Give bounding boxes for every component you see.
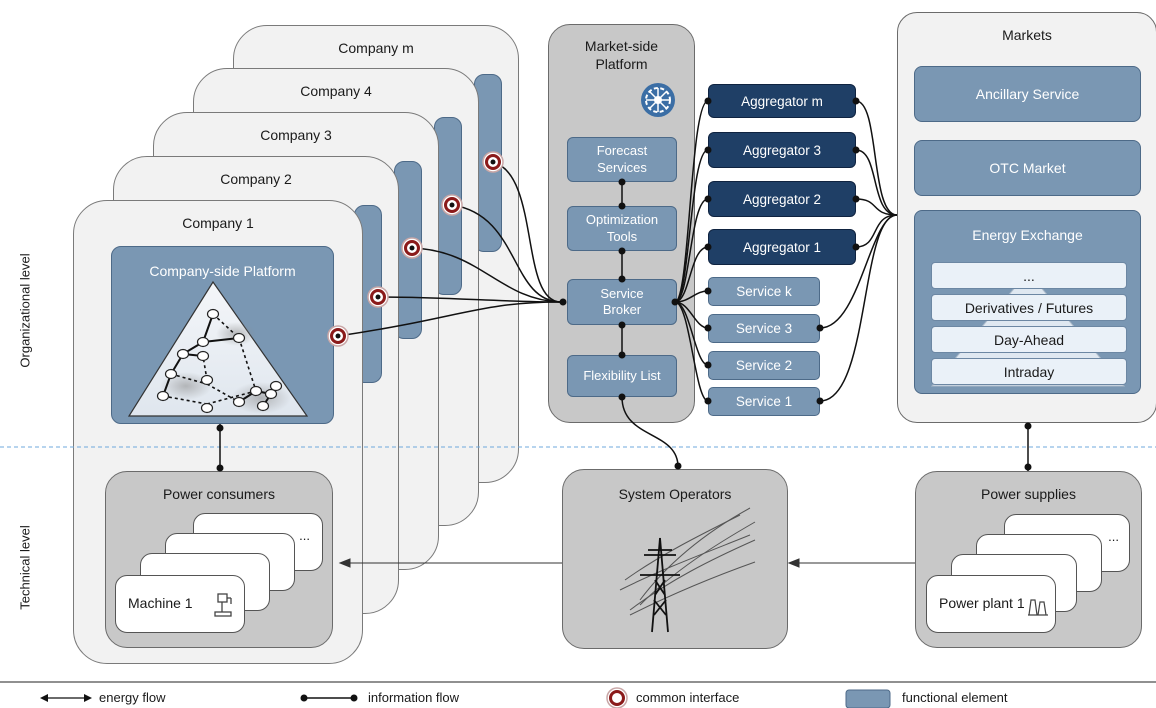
exchange-row-intraday[interactable]: Intraday xyxy=(931,358,1127,385)
company-title: Company 3 xyxy=(260,127,332,143)
platform-hub-icon xyxy=(641,83,675,117)
transmission-tower-icon xyxy=(619,507,756,633)
company-network-graph xyxy=(127,280,309,417)
markets-title: Markets xyxy=(1002,27,1052,43)
aggregator-3-box[interactable]: Aggregator 3 xyxy=(708,132,856,168)
system-operators-panel[interactable]: System Operators xyxy=(562,469,788,649)
exchange-row-more[interactable]: ... xyxy=(931,262,1127,289)
machine-card[interactable]: Machine 1 xyxy=(115,575,245,633)
power-consumers-title: Power consumers xyxy=(162,486,276,502)
service-2-box[interactable]: Service 2 xyxy=(708,351,820,380)
machine-icon xyxy=(214,593,232,617)
power-plant-icon xyxy=(1028,599,1048,616)
system-operators-title: System Operators xyxy=(618,486,732,502)
optimization-tools-box[interactable]: Optimization Tools xyxy=(567,206,677,251)
market-platform-title: Market-side Platform xyxy=(584,38,659,73)
otc-market-box[interactable]: OTC Market xyxy=(914,140,1141,196)
forecast-services-box[interactable]: Forecast Services xyxy=(567,137,677,182)
technical-level-label: Technical level xyxy=(17,525,33,610)
exchange-row-derivatives[interactable]: Derivatives / Futures xyxy=(931,294,1127,321)
power-supplies-title: Power supplies xyxy=(981,486,1076,502)
machine-label: Machine 1 xyxy=(128,595,193,611)
company-title: Company 1 xyxy=(182,215,254,231)
more-plants-ellipsis: ... xyxy=(1108,529,1119,544)
ancillary-service-box[interactable]: Ancillary Service xyxy=(914,66,1141,122)
exchange-row-day-ahead[interactable]: Day-Ahead xyxy=(931,326,1127,353)
flexibility-list-box[interactable]: Flexibility List xyxy=(567,355,677,397)
legend-functional-element: functional element xyxy=(902,690,1008,705)
legend-energy-flow: energy flow xyxy=(99,690,166,705)
power-plant-card[interactable]: Power plant 1 xyxy=(926,575,1056,633)
company-title: Company m xyxy=(338,40,414,56)
service-broker-box[interactable]: Service Broker xyxy=(567,279,677,325)
organizational-level-label: Organizational level xyxy=(17,253,33,368)
aggregator-m-box[interactable]: Aggregator m xyxy=(708,84,856,118)
legend-information-flow: information flow xyxy=(368,690,460,705)
energy-exchange-title: Energy Exchange xyxy=(972,227,1083,243)
aggregator-2-box[interactable]: Aggregator 2 xyxy=(708,181,856,217)
company-title: Company 4 xyxy=(300,83,372,99)
legend-common-interface: common interface xyxy=(636,690,740,705)
power-plant-label: Power plant 1 xyxy=(939,595,1025,611)
service-1-box[interactable]: Service 1 xyxy=(708,387,820,416)
service-k-box[interactable]: Service k xyxy=(708,277,820,306)
company-title: Company 2 xyxy=(220,171,292,187)
service-3-box[interactable]: Service 3 xyxy=(708,314,820,343)
more-machines-ellipsis: ... xyxy=(299,528,310,543)
company-platform-label: Company-side Platform xyxy=(149,263,296,279)
aggregator-1-box[interactable]: Aggregator 1 xyxy=(708,229,856,265)
